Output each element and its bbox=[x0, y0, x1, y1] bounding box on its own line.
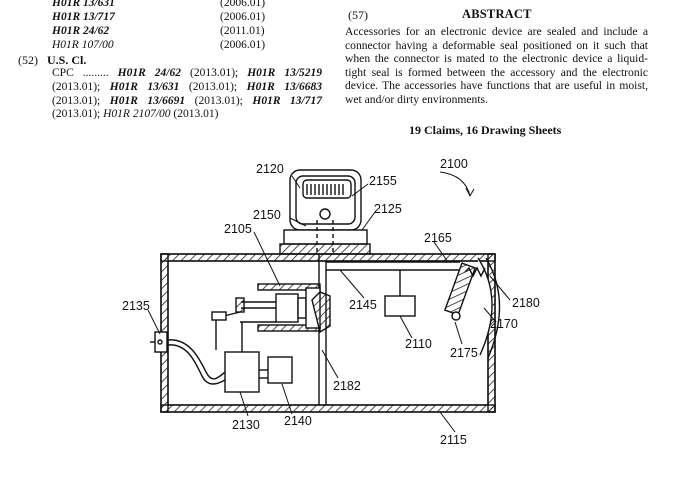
abstract-text: Accessories for an electronic device are… bbox=[345, 25, 648, 106]
cpc-code: H01R 24/62 bbox=[117, 67, 181, 79]
ref-label: 2130 bbox=[232, 418, 260, 432]
us-cl-label: U.S. Cl. bbox=[47, 53, 87, 67]
classification-code: H01R 107/00 bbox=[52, 39, 114, 51]
ref-label: 2180 bbox=[512, 296, 540, 310]
cpc-code: H01R 13/6691 bbox=[109, 94, 186, 107]
cpc-code: H01R 13/5219 bbox=[247, 67, 323, 79]
cpc-year: (2013.01); bbox=[52, 108, 101, 121]
cpc-code: H01R 13/631 bbox=[109, 80, 180, 93]
classification-row: H01R 13/631 (2006.01) bbox=[52, 0, 265, 10]
ref-label: 2115 bbox=[440, 433, 467, 447]
classification-year: (2006.01) bbox=[220, 0, 266, 9]
cpc-code: H01R 13/717 bbox=[252, 94, 322, 107]
device-housing bbox=[160, 253, 496, 413]
ref-label: 2175 bbox=[450, 346, 478, 360]
cpc-year: (2013.01); bbox=[194, 94, 243, 107]
ref-label: 2105 bbox=[224, 222, 252, 236]
classification-list: H01R 13/631 (2006.01) H01R 13/717 (2006.01… bbox=[52, 0, 265, 52]
cpc-year: (2013.01); bbox=[189, 67, 239, 79]
classification-row: H01R 13/717 (2006.01) bbox=[52, 10, 265, 24]
cpc-year: (2013.01); bbox=[52, 80, 101, 93]
ref-label: 2140 bbox=[284, 414, 312, 428]
ref-label: 2120 bbox=[256, 162, 284, 176]
classification-code: H01R 24/62 bbox=[52, 25, 110, 37]
ref-label: 2182 bbox=[333, 379, 361, 393]
ref-label: 2125 bbox=[374, 202, 402, 216]
cpc-year: (2013.01); bbox=[52, 94, 101, 107]
leader-lines bbox=[147, 171, 511, 433]
us-cl-heading: (52) U.S. Cl. bbox=[18, 53, 86, 67]
reference-labels: 2100 2120 2155 2150 2125 2105 2165 2135 … bbox=[122, 157, 540, 447]
ref-label: 2135 bbox=[122, 299, 150, 313]
cpc-block: CPC ......... H01R 24/62 (2013.01); H01R… bbox=[52, 67, 322, 122]
cpc-code: H01R 13/6683 bbox=[246, 80, 322, 93]
classification-year: (2006.01) bbox=[220, 11, 266, 23]
classification-code: H01R 13/717 bbox=[52, 11, 115, 23]
cpc-code: H01R 2107/00 bbox=[103, 108, 171, 121]
connector bbox=[279, 169, 371, 255]
ref-label: 2170 bbox=[490, 317, 518, 331]
cpc-lead: CPC ......... bbox=[52, 67, 109, 79]
classification-code: H01R 13/631 bbox=[52, 0, 115, 9]
abstract-title: ABSTRACT bbox=[462, 7, 532, 21]
cpc-year: (2013.01) bbox=[173, 108, 219, 121]
classification-year: (2011.01) bbox=[220, 25, 265, 37]
abstract-number: (57) bbox=[348, 8, 368, 22]
claims-summary: 19 Claims, 16 Drawing Sheets bbox=[409, 123, 562, 137]
internal-structure bbox=[150, 254, 486, 405]
ref-label: 2165 bbox=[424, 231, 452, 245]
ref-label: 2110 bbox=[405, 337, 432, 351]
ref-label: 2150 bbox=[253, 208, 281, 222]
classification-year: (2006.01) bbox=[220, 39, 266, 51]
cpc-year: (2013.01); bbox=[188, 80, 238, 93]
side-cutout bbox=[477, 257, 501, 359]
ref-label: 2155 bbox=[369, 174, 397, 188]
us-cl-number: (52) bbox=[18, 53, 38, 67]
ref-label: 2100 bbox=[440, 157, 468, 171]
classification-row: H01R 107/00 (2006.01) bbox=[52, 38, 265, 52]
ref-label: 2145 bbox=[349, 298, 377, 312]
classification-row: H01R 24/62 (2011.01) bbox=[52, 24, 265, 38]
